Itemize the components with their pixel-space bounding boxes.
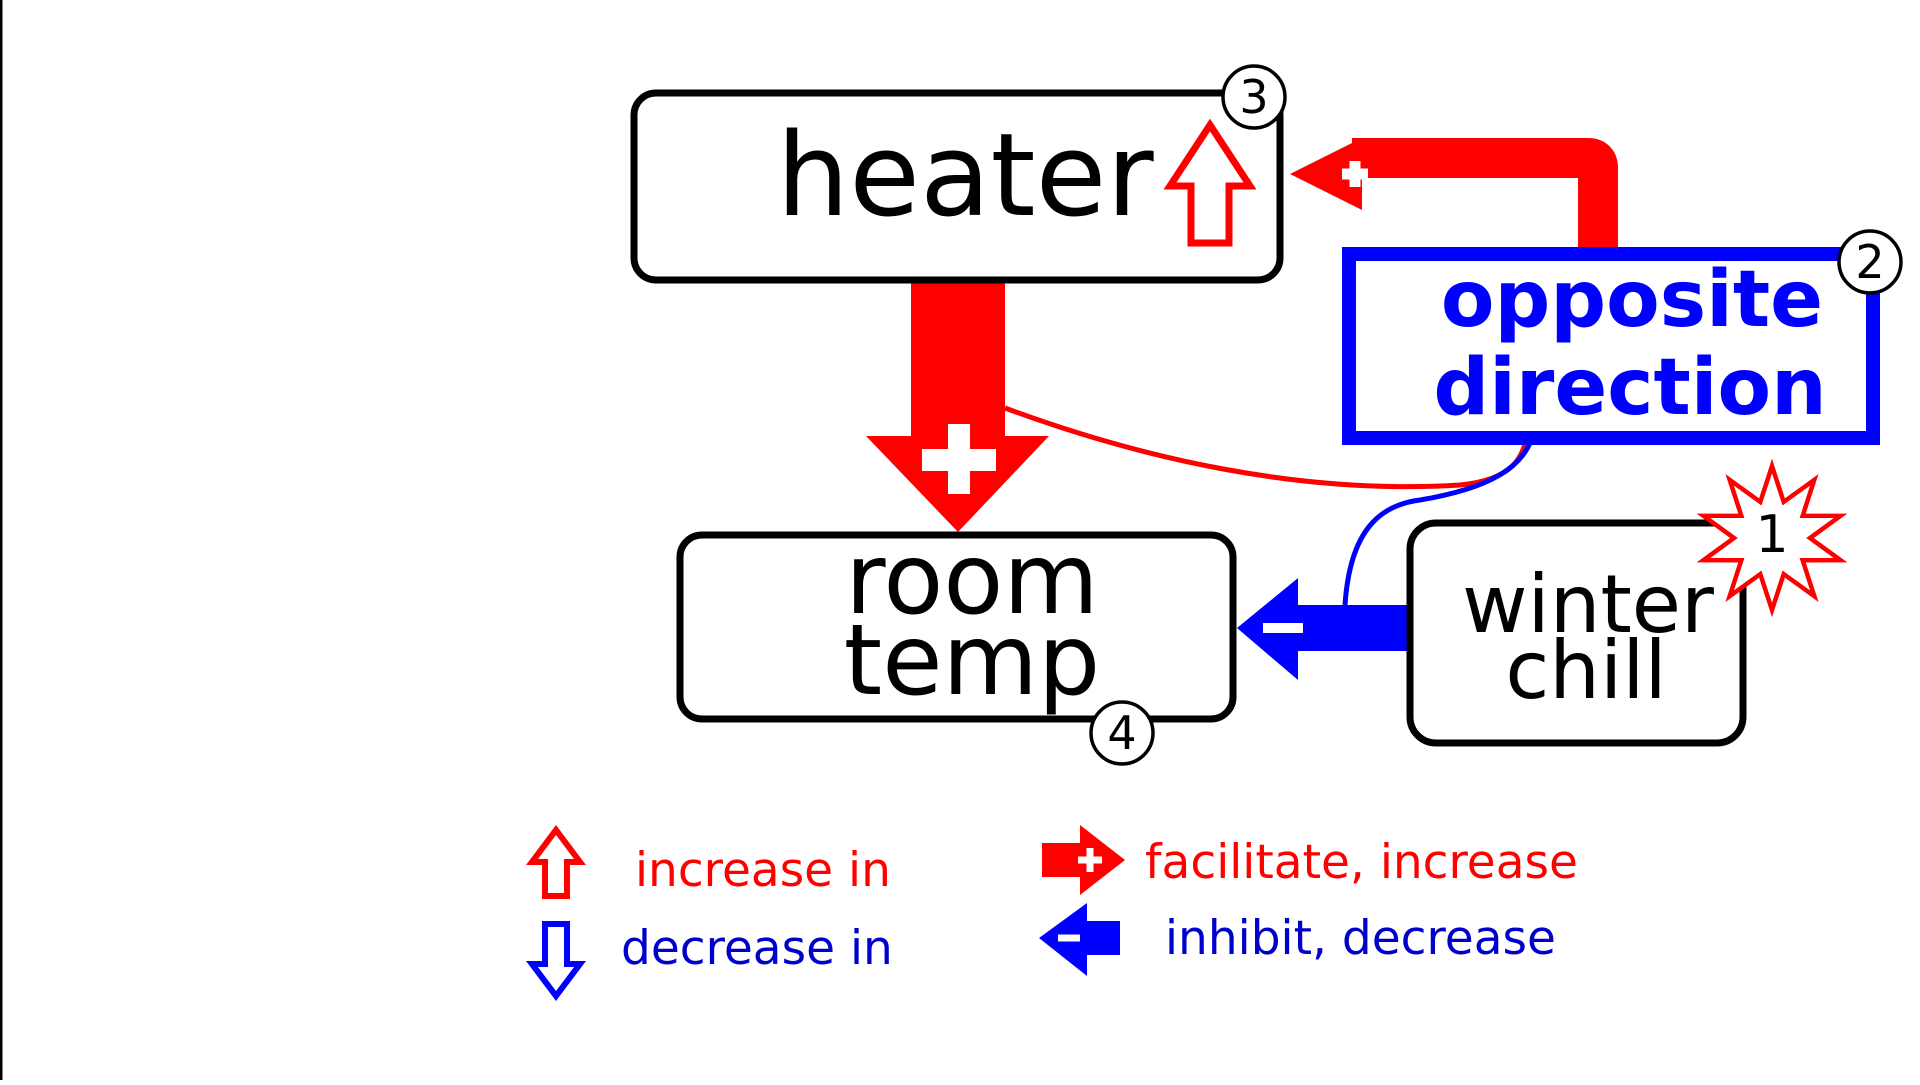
badge-opposite-number: 2 — [1855, 235, 1884, 289]
legend-inhibit-label: inhibit, decrease — [1165, 911, 1556, 966]
badge-opposite — [1837, 229, 1903, 295]
opposite-direction-node — [1342, 247, 1880, 445]
opposite-direction-line1: opposite — [1441, 255, 1823, 345]
facilitate-arrowhead-heater — [1290, 138, 1362, 210]
room-temp-line1: room — [845, 523, 1099, 637]
badge-heater — [1221, 64, 1287, 130]
room-temp-node — [676, 531, 1237, 723]
legend-decrease-icon — [526, 921, 586, 1001]
plus-icon — [1342, 161, 1368, 187]
badge-winter-number: 1 — [1755, 505, 1788, 565]
inhibit-arrow-winter-to-room — [1283, 605, 1408, 651]
badge-room-number: 4 — [1107, 706, 1136, 760]
facilitate-arrow-heater-to-room — [911, 282, 1005, 436]
winter-chill-line2: chill — [1505, 624, 1666, 717]
opposite-direction-line2: direction — [1433, 343, 1826, 433]
plus-icon — [1078, 848, 1102, 872]
room-temp-line2: temp — [844, 604, 1100, 718]
heater-label: heater — [776, 109, 1154, 243]
badge-heater-number: 3 — [1239, 70, 1268, 124]
increase-arrow-icon — [1163, 118, 1257, 247]
winter-chill-node — [1406, 519, 1747, 747]
legend: increase in decrease in facilitate, incr… — [526, 825, 1578, 1001]
legend-increase-label: increase in — [635, 843, 891, 898]
heater-node — [630, 89, 1284, 284]
badge-room — [1089, 700, 1155, 766]
starburst-badge-icon — [1696, 458, 1848, 618]
facilitate-arrow-opposite-to-heater — [1352, 138, 1618, 255]
plus-icon — [922, 424, 996, 494]
legend-facilitate-label: facilitate, increase — [1145, 835, 1578, 890]
legend-increase-icon — [526, 825, 586, 899]
legend-decrease-label: decrease in — [621, 921, 893, 976]
winter-chill-line1: winter — [1462, 558, 1714, 651]
opposite-to-inhibit-curve — [1342, 417, 1538, 606]
legend-facilitate-arrowhead — [1080, 825, 1125, 895]
